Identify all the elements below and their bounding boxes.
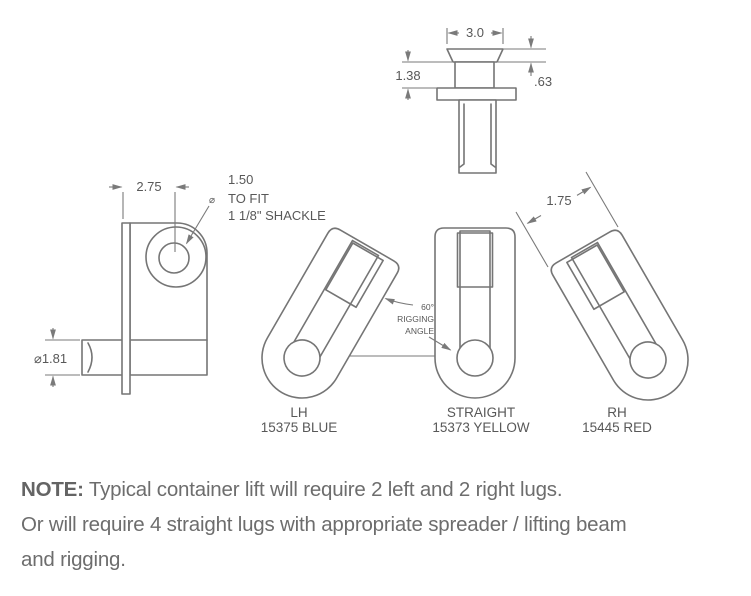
lug-rh-name: RH [607,405,627,420]
lug-rh-pin [566,244,625,311]
lug-lh-part: 15375 BLUE [261,420,338,435]
shackle-boss [145,226,207,288]
dim-rh-top: 1.75 [546,193,571,208]
lug-straight-pin [456,232,494,288]
diameter-symbol: ⌀ [209,195,215,206]
pin-head [446,48,504,63]
lug-labels: LH 15375 BLUE STRAIGHT 15373 YELLOW RH 1… [261,405,652,435]
lug-straight-name: STRAIGHT [447,405,515,420]
pin-shank [458,99,497,174]
dim-pin-diameter: ⌀1.81 [34,351,67,366]
hole-note-line2: 1 1/8" SHACKLE [228,208,326,223]
rigging-angle-word1: RIGGING [397,314,434,324]
hole-note-line1: TO FIT [228,191,269,206]
bracket-plate [121,222,131,395]
rh-top-dimension: 1.75 [515,171,619,268]
note-prefix: NOTE: [21,478,84,501]
hole-size: 1.50 [228,172,253,187]
lug-rh [547,226,704,416]
pin-front-view: 3.0 1.38 .63 [395,25,552,174]
note-line-1: NOTE: Typical container lift will requir… [21,478,563,501]
lug-straight-part: 15373 YELLOW [432,420,530,435]
dim-neck-height: 1.38 [395,68,420,83]
rigging-angle-word2: ANGLE [405,326,434,336]
dim-plate-width: 2.75 [136,179,161,194]
lug-lh [246,224,403,414]
note-line-2: Or will require 4 straight lugs with app… [21,513,627,536]
lug-straight [434,227,516,399]
note-text: NOTE: Typical container lift will requir… [21,472,736,577]
rigging-angle-value: 60° [421,302,434,312]
pin-collar [436,87,517,101]
bracket-side-view: 2.75 1.50 ⌀ TO FIT 1 1/8" SHACKLE ⌀1.81 [34,172,326,395]
lug-rh-part: 15445 RED [582,420,652,435]
note-line-3: and rigging. [21,548,126,571]
lug-lh-pin [325,242,384,309]
shackle-hole [158,242,190,274]
dim-head-thickness: .63 [534,74,552,89]
pin-neck [454,61,495,89]
dim-head-width: 3.0 [466,25,484,40]
rigging-angle-annotation: 60° RIGGING ANGLE [384,297,452,351]
lug-lh-name: LH [290,405,307,420]
